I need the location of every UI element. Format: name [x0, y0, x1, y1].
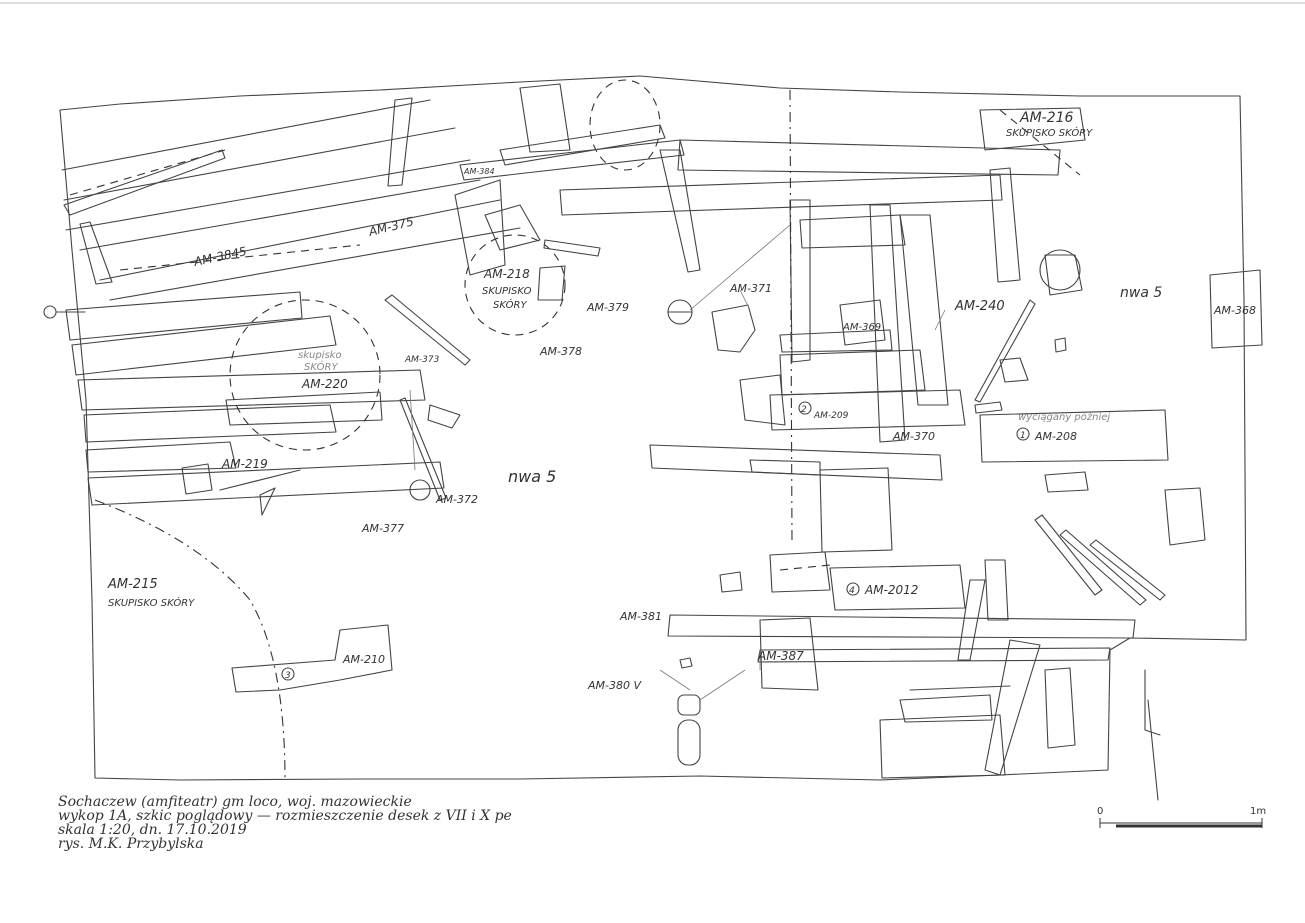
- marker-1: 1: [1020, 431, 1026, 441]
- lower-cluster: [667, 551, 1136, 779]
- central-planks: [559, 89, 1086, 541]
- label-nwa5-center: nwa 5: [508, 467, 556, 486]
- label-am384: AM-384: [463, 167, 495, 176]
- label-am370: AM-370: [892, 430, 935, 443]
- label-am210: AM-210: [342, 653, 385, 666]
- label-am377: AM-377: [361, 522, 404, 535]
- marker-3: 3: [285, 671, 291, 681]
- label-am371: AM-371: [729, 282, 772, 295]
- marker-4: 4: [849, 586, 855, 596]
- label-am375: AM-375: [366, 214, 415, 239]
- label-skupisko-220b: SKÓRY: [304, 360, 338, 373]
- mid-right-items: [711, 254, 1263, 546]
- label-am220: AM-220: [301, 377, 348, 391]
- skupisko-220-outline: [229, 299, 381, 451]
- label-am218: AM-218: [483, 267, 530, 281]
- label-am215: AM-215: [107, 577, 158, 592]
- label-am368: AM-368: [1213, 304, 1256, 317]
- label-am219: AM-219: [221, 457, 268, 471]
- label-am3845: AM-3845: [192, 244, 248, 269]
- scale-bar: [1099, 818, 1263, 828]
- caption-line-3: skala 1:20, dn. 17.10.2019: [58, 822, 247, 838]
- scale-start-label: 0: [1097, 806, 1104, 817]
- drawing-caption: Sochaczew (amfiteatr) gm loco, woj. mazo…: [58, 795, 658, 851]
- marker-3-circle: [281, 667, 295, 681]
- marker-1-circle: [1016, 427, 1030, 441]
- north-marker: [1144, 669, 1161, 736]
- label-skupisko-216: SKUPISKO SKÓRY: [1006, 126, 1093, 139]
- leader-lines: [409, 224, 946, 701]
- label-skupisko-218b: SKÓRY: [493, 298, 527, 311]
- trench-outline: [59, 75, 1247, 781]
- label-skupisko-218a: SKUPISKO: [482, 286, 532, 297]
- label-am380: AM-380 V: [587, 679, 642, 692]
- planks-left: [65, 291, 445, 506]
- label-am2012: AM-2012: [864, 583, 918, 597]
- find-symbols: [43, 249, 1081, 766]
- caption-line-1: Sochaczew (amfiteatr) gm loco, woj. mazo…: [58, 794, 412, 810]
- circled-markers: 4 2 1 3: [281, 401, 1030, 681]
- label-am379: AM-379: [586, 301, 629, 314]
- marker-2: 2: [801, 405, 807, 415]
- label-skupisko-220a: skupisko: [298, 350, 342, 361]
- label-am387: AM-387: [757, 649, 804, 663]
- am215-arc: [94, 499, 286, 781]
- sticks-center-left: [219, 294, 471, 516]
- label-am372: AM-372: [435, 493, 478, 506]
- label-nwa5-right: nwa 5: [1120, 285, 1162, 301]
- label-am208: AM-208: [1034, 430, 1077, 443]
- label-am378: AM-378: [539, 345, 582, 358]
- marker-2-circle: [798, 401, 812, 415]
- scale-end-label: 1m: [1250, 806, 1267, 817]
- label-skupisko-215: SKUPISKO SKÓRY: [108, 596, 195, 609]
- label-am209: AM-209: [813, 411, 849, 421]
- am218-cluster: [454, 79, 693, 336]
- label-am369: AM-369: [842, 322, 881, 333]
- label-am240: AM-240: [954, 299, 1005, 314]
- caption-line-2: wykop 1A, szkic poglądowy — rozmieszczen…: [58, 808, 512, 824]
- marker-4-circle: [846, 582, 860, 596]
- north-marker-line: [1147, 699, 1159, 801]
- planks-upper-left: [61, 97, 521, 301]
- label-am381: AM-381: [619, 610, 662, 623]
- label-wyciagany: wyciągany później: [1018, 411, 1110, 423]
- sticks-right: [1034, 514, 1166, 606]
- am210-block: [231, 624, 393, 693]
- label-am373: AM-373: [404, 355, 440, 365]
- caption-line-4: rys. M.K. Przybylska: [58, 836, 204, 852]
- label-am216: AM-216: [1019, 110, 1074, 126]
- planks-middle: [649, 444, 943, 553]
- feature-labels: AM-216 SKUPISKO SKÓRY AM-384 AM-375 AM-3…: [107, 110, 1256, 692]
